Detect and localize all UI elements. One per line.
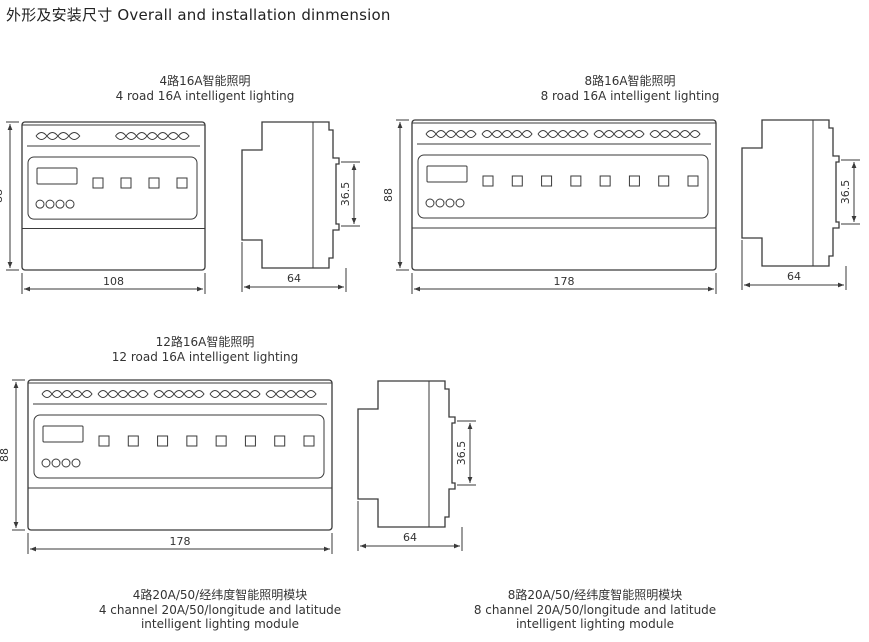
depth-label: 64 xyxy=(287,272,301,285)
terminal-strip xyxy=(97,390,149,398)
terminal-strip xyxy=(153,390,205,398)
front-view-12-road: 88 178 xyxy=(0,379,333,554)
display-panel xyxy=(27,156,198,220)
caption-en-2: intelligent lighting module xyxy=(515,617,675,631)
width-label: 108 xyxy=(103,275,124,288)
rail-label: 36.5 xyxy=(339,182,352,207)
channel-key xyxy=(127,435,139,447)
indicator-led xyxy=(41,458,51,468)
width-label: 178 xyxy=(170,535,191,548)
caption-en: 12 road 16A intelligent lighting xyxy=(111,349,299,364)
caption-8-road: 8路16A智能照明 8 road 16A intelligent lightin… xyxy=(520,74,740,103)
terminal-strip xyxy=(115,132,190,140)
display-panel xyxy=(417,154,709,219)
lcd-window xyxy=(42,425,84,443)
caption-en: 4 road 16A intelligent lighting xyxy=(115,88,295,103)
caption-en: 4 channel 20A/50/longitude and latitude xyxy=(98,602,342,617)
channel-key xyxy=(687,175,699,187)
terminal-strip xyxy=(593,130,645,138)
channel-key xyxy=(98,435,110,447)
height-label: 88 xyxy=(0,448,11,462)
caption-cn: 12路16A智能照明 xyxy=(155,335,255,349)
terminal-strip xyxy=(265,390,317,398)
channel-key xyxy=(628,175,640,187)
side-profile xyxy=(741,119,840,267)
indicator-led xyxy=(455,198,465,208)
indicator-led xyxy=(51,458,61,468)
depth-label: 64 xyxy=(403,531,417,544)
caption-cn: 4路16A智能照明 xyxy=(159,74,251,88)
lcd-window xyxy=(36,167,78,185)
channel-key xyxy=(541,175,553,187)
channel-key xyxy=(148,177,160,189)
terminal-strip xyxy=(481,130,533,138)
channel-key xyxy=(244,435,256,447)
page-title: 外形及安装尺寸 Overall and installation dinmens… xyxy=(6,6,391,24)
side-profile xyxy=(357,380,456,528)
channel-key xyxy=(482,175,494,187)
channel-key xyxy=(303,435,315,447)
caption-8-channel-module: 8路20A/50/经纬度智能照明模块 8 channel 20A/50/long… xyxy=(430,588,760,632)
terminal-strip xyxy=(41,390,93,398)
terminal-strip xyxy=(425,130,477,138)
channel-key xyxy=(658,175,670,187)
channel-key xyxy=(92,177,104,189)
width-label: 178 xyxy=(554,275,575,288)
channel-key xyxy=(511,175,523,187)
caption-cn: 4路20A/50/经纬度智能照明模块 xyxy=(132,588,308,602)
indicator-led xyxy=(61,458,71,468)
side-view-8-road: 36.5 64 xyxy=(741,119,860,290)
channel-key xyxy=(570,175,582,187)
display-panel xyxy=(33,414,325,479)
indicator-led xyxy=(425,198,435,208)
caption-en: 8 road 16A intelligent lighting xyxy=(540,88,720,103)
terminal-strip xyxy=(35,132,81,140)
rail-label: 36.5 xyxy=(839,180,852,205)
side-view-12-road: 36.5 64 xyxy=(357,380,476,551)
rail-label: 36.5 xyxy=(455,441,468,466)
indicator-led xyxy=(45,199,55,209)
terminal-strip xyxy=(649,130,701,138)
indicator-led xyxy=(65,199,75,209)
channel-key xyxy=(274,435,286,447)
indicator-led xyxy=(445,198,455,208)
caption-4-channel-module: 4路20A/50/经纬度智能照明模块 4 channel 20A/50/long… xyxy=(55,588,385,632)
indicator-led xyxy=(55,199,65,209)
housing-outline xyxy=(27,379,333,531)
caption-cn: 8路20A/50/经纬度智能照明模块 xyxy=(507,588,683,602)
indicator-led xyxy=(71,458,81,468)
lcd-window xyxy=(426,165,468,183)
caption-4-road: 4路16A智能照明 4 road 16A intelligent lightin… xyxy=(95,74,315,103)
front-view-8-road: 88 178 xyxy=(382,119,717,294)
side-profile xyxy=(241,121,340,269)
channel-key xyxy=(157,435,169,447)
terminal-strip xyxy=(209,390,261,398)
terminal-strip xyxy=(537,130,589,138)
side-view-4-road: 36.5 64 xyxy=(241,121,360,292)
channel-key xyxy=(120,177,132,189)
depth-label: 64 xyxy=(787,270,801,283)
channel-key xyxy=(186,435,198,447)
height-label: 88 xyxy=(382,188,395,202)
housing-outline xyxy=(21,121,206,271)
channel-key xyxy=(599,175,611,187)
height-label: 88 xyxy=(0,189,5,203)
front-view-4-road: 88 108 xyxy=(0,121,206,294)
channel-key xyxy=(176,177,188,189)
indicator-led xyxy=(35,199,45,209)
indicator-led xyxy=(435,198,445,208)
caption-cn: 8路16A智能照明 xyxy=(584,74,676,88)
caption-en: 8 channel 20A/50/longitude and latitude xyxy=(473,602,717,617)
caption-12-road: 12路16A智能照明 12 road 16A intelligent light… xyxy=(95,335,315,364)
caption-en-2: intelligent lighting module xyxy=(140,617,300,631)
channel-key xyxy=(215,435,227,447)
housing-outline xyxy=(411,119,717,271)
